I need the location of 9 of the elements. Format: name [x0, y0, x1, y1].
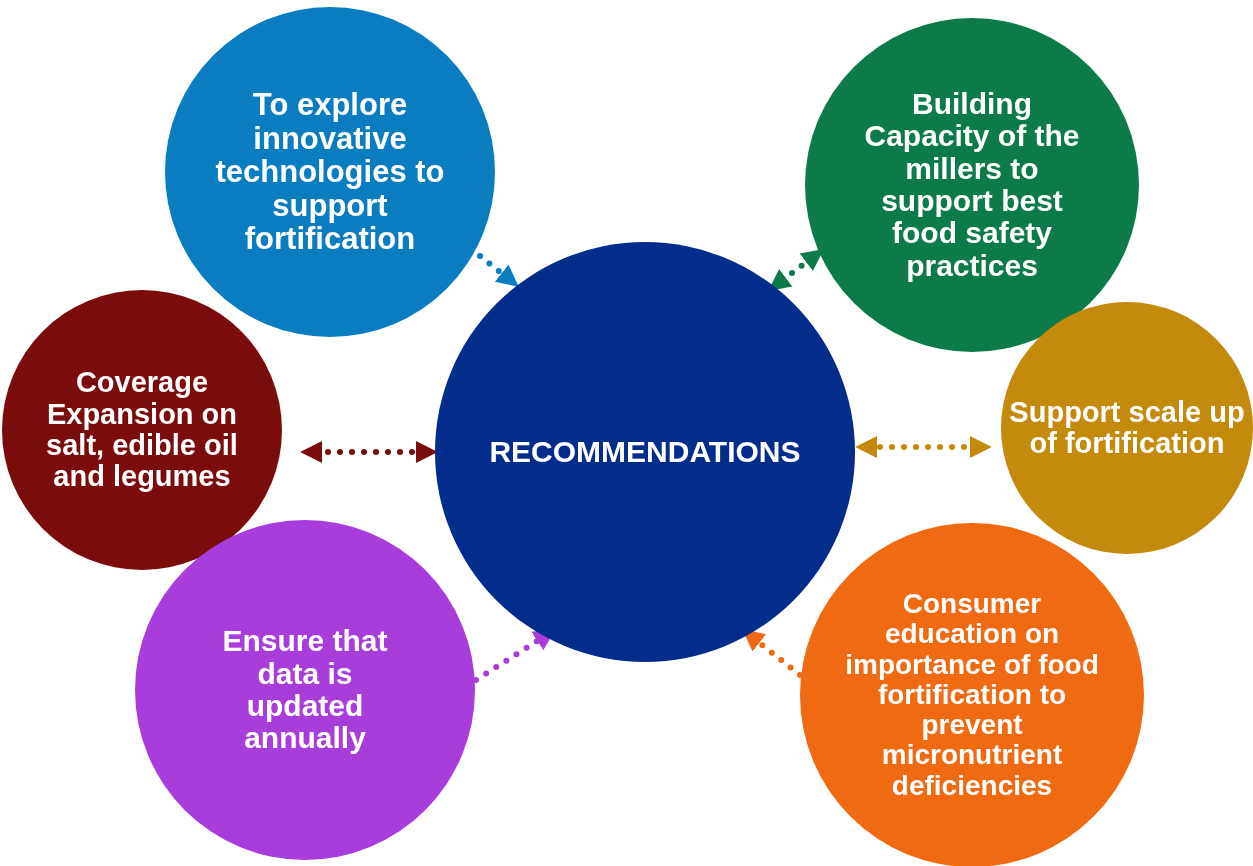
topic-text: Coverage Expansion on salt, edible oil and legumes	[45, 367, 239, 493]
topic-text: Ensure that data is updated annually	[221, 625, 389, 755]
topic-text: To explore innovative technologies to support fortification	[215, 88, 445, 256]
topic-text: Consumer education on importance of food fortification to prevent micronutrient deficiencies	[844, 589, 1100, 801]
topic-text: RECOMMENDATIONS	[488, 435, 802, 469]
dotted-arrow	[855, 436, 992, 458]
topic-text: Building Capacity of the millers to support best food safety practices	[863, 87, 1081, 283]
topic-text: Support scale up of fortification	[1008, 396, 1246, 460]
dotted-arrow	[477, 253, 519, 287]
